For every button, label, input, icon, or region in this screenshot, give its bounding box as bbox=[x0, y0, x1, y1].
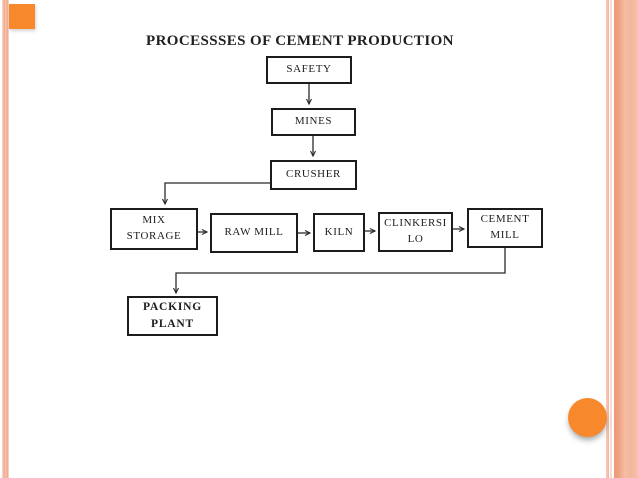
flow-node-label: PACKING bbox=[142, 301, 203, 314]
accent-circle bbox=[568, 398, 607, 437]
edge-crusher-mixstorage bbox=[162, 182, 270, 206]
flow-node-mix-storage: MIX STORAGE bbox=[110, 208, 198, 250]
left-edge-stripe bbox=[2, 0, 9, 478]
flow-node-label: MINES bbox=[294, 115, 333, 128]
flow-node-label: LO bbox=[407, 233, 424, 245]
right-edge-stripe-band bbox=[614, 0, 638, 478]
flow-node-clinkersi-lo: CLINKERSI LO bbox=[378, 212, 453, 252]
flow-node-raw-mill: RAW MILL bbox=[210, 213, 298, 253]
flow-node-crusher: CRUSHER bbox=[270, 160, 357, 190]
edge-cementmill-packingplant bbox=[173, 248, 506, 295]
flow-node-label: KILN bbox=[324, 225, 354, 238]
right-edge-stripe-pale bbox=[610, 0, 612, 478]
flow-node-label: MIX bbox=[142, 214, 166, 227]
flow-node-safety: SAFETY bbox=[266, 56, 352, 84]
flow-node-label: MILL bbox=[490, 229, 520, 241]
flow-node-label: CRUSHER bbox=[286, 168, 341, 181]
flow-node-mines: MINES bbox=[271, 108, 356, 136]
flow-node-label: SAFETY bbox=[286, 63, 332, 76]
slide-title: PROCESSSES OF CEMENT PRODUCTION bbox=[146, 33, 454, 49]
flow-node-kiln: KILN bbox=[313, 213, 365, 252]
flow-node-label: PLANT bbox=[151, 318, 194, 330]
accent-square bbox=[9, 4, 35, 29]
flow-node-label: RAW MILL bbox=[224, 226, 284, 239]
flow-node-cement-mill: CEMENT MILL bbox=[467, 208, 543, 248]
flow-node-label: STORAGE bbox=[126, 230, 182, 242]
flow-node-label: CEMENT bbox=[480, 213, 530, 226]
flow-node-label: CLINKERSI bbox=[384, 217, 447, 230]
right-edge-stripe-thin bbox=[606, 0, 609, 478]
flow-node-packing-plant: PACKING PLANT bbox=[127, 296, 218, 336]
